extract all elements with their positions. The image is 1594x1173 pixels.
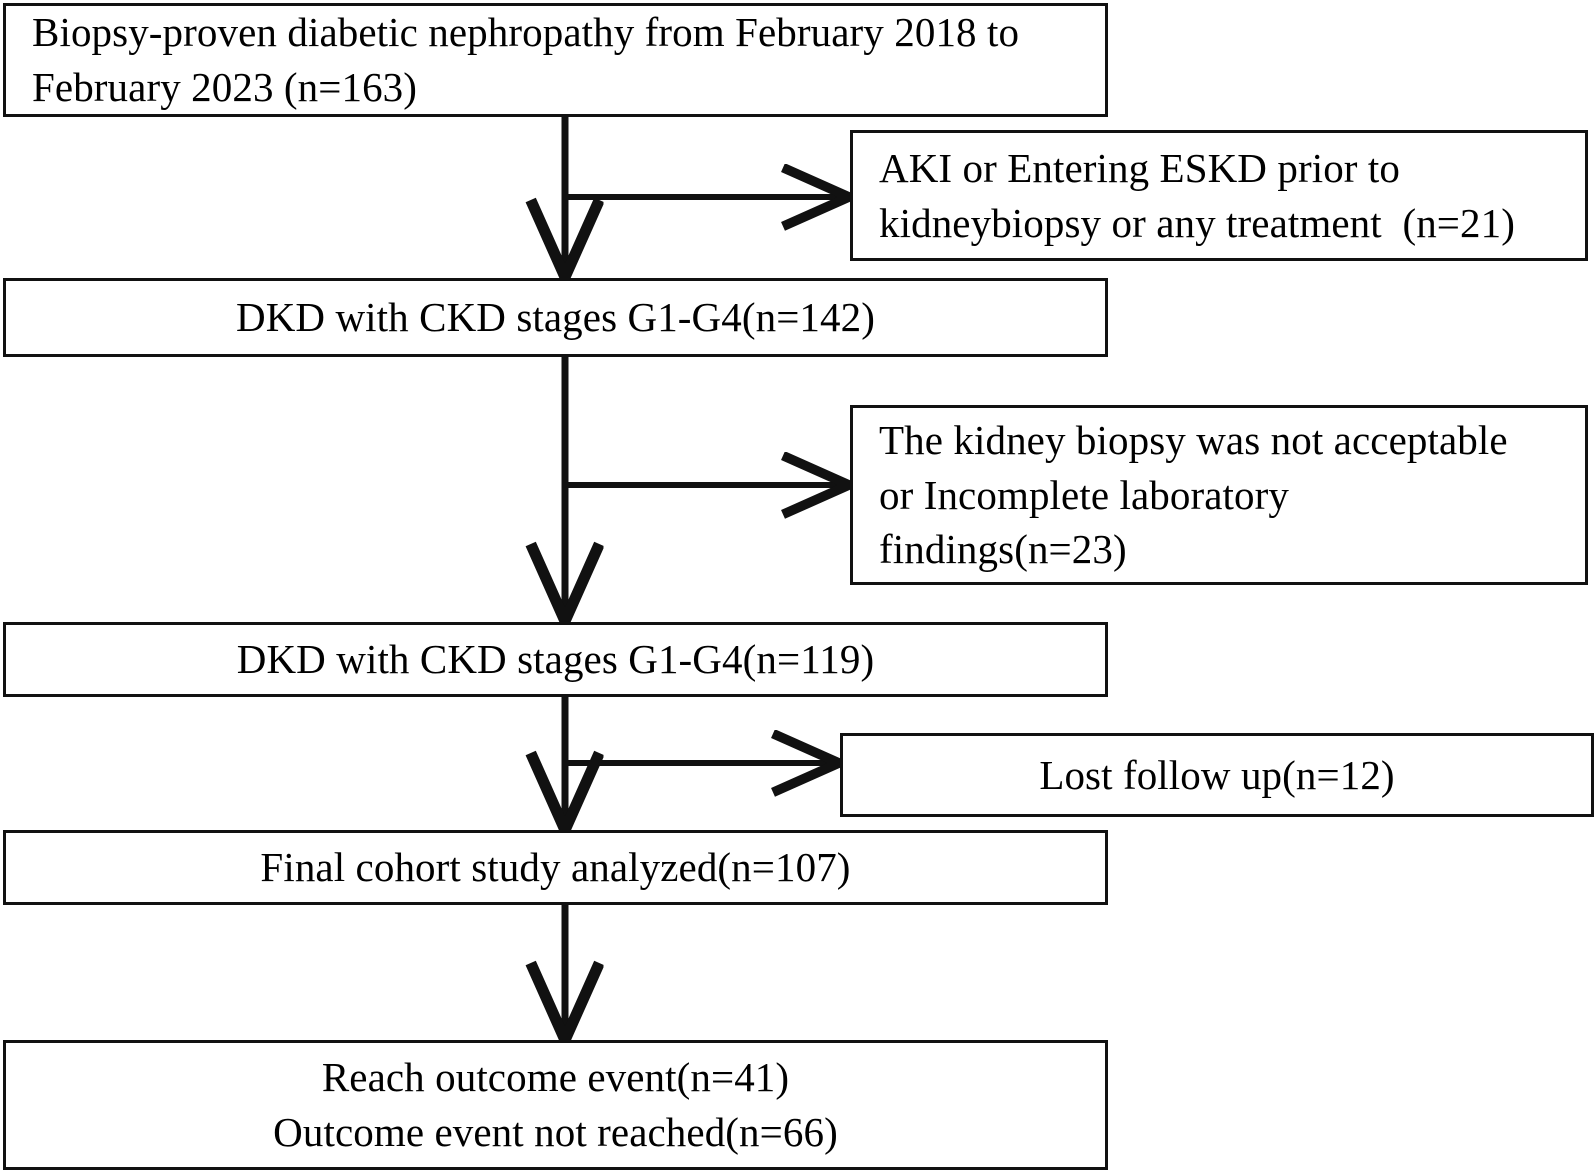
node-exclusion-aki-eskd-line-2: kidneybiopsy or any treatment (n=21) bbox=[879, 199, 1515, 246]
node-stage-g1-g4-142: DKD with CKD stages G1-G4(n=142) bbox=[3, 278, 1108, 357]
node-exclusion-lost-follow-up-line-1: Lost follow up(n=12) bbox=[1039, 751, 1395, 798]
node-final-cohort: Final cohort study analyzed(n=107) bbox=[3, 830, 1108, 905]
node-source-cohort-line-2: February 2023 (n=163) bbox=[32, 64, 418, 110]
node-stage-g1-g4-119: DKD with CKD stages G1-G4(n=119) bbox=[3, 622, 1108, 697]
node-source-cohort-line-1: Biopsy-proven diabetic nephropathy from … bbox=[32, 9, 1020, 56]
node-outcomes-line-2: Outcome event not reached(n=66) bbox=[273, 1109, 838, 1155]
node-exclusion-aki-eskd: AKI or Entering ESKD prior to kidneybiop… bbox=[850, 130, 1588, 261]
node-exclusion-aki-eskd-line-1: AKI or Entering ESKD prior to bbox=[879, 144, 1401, 191]
node-exclusion-biopsy-labs: The kidney biopsy was not acceptable or … bbox=[850, 405, 1588, 585]
node-final-cohort-line-1: Final cohort study analyzed(n=107) bbox=[260, 844, 851, 891]
node-outcomes: Reach outcome event(n=41) Outcome event … bbox=[3, 1040, 1108, 1170]
node-exclusion-biopsy-labs-line-1: The kidney biopsy was not acceptable bbox=[879, 417, 1508, 464]
node-outcomes-line-1: Reach outcome event(n=41) bbox=[321, 1054, 790, 1101]
node-exclusion-biopsy-labs-line-3: findings(n=23) bbox=[879, 526, 1127, 573]
node-exclusion-lost-follow-up: Lost follow up(n=12) bbox=[840, 733, 1594, 817]
node-source-cohort: Biopsy-proven diabetic nephropathy from … bbox=[3, 3, 1108, 117]
node-stage-g1-g4-142-line-1: DKD with CKD stages G1-G4(n=142) bbox=[236, 294, 875, 341]
node-stage-g1-g4-119-line-1: DKD with CKD stages G1-G4(n=119) bbox=[236, 636, 875, 683]
node-exclusion-biopsy-labs-line-2: or Incomplete laboratory bbox=[879, 471, 1289, 518]
